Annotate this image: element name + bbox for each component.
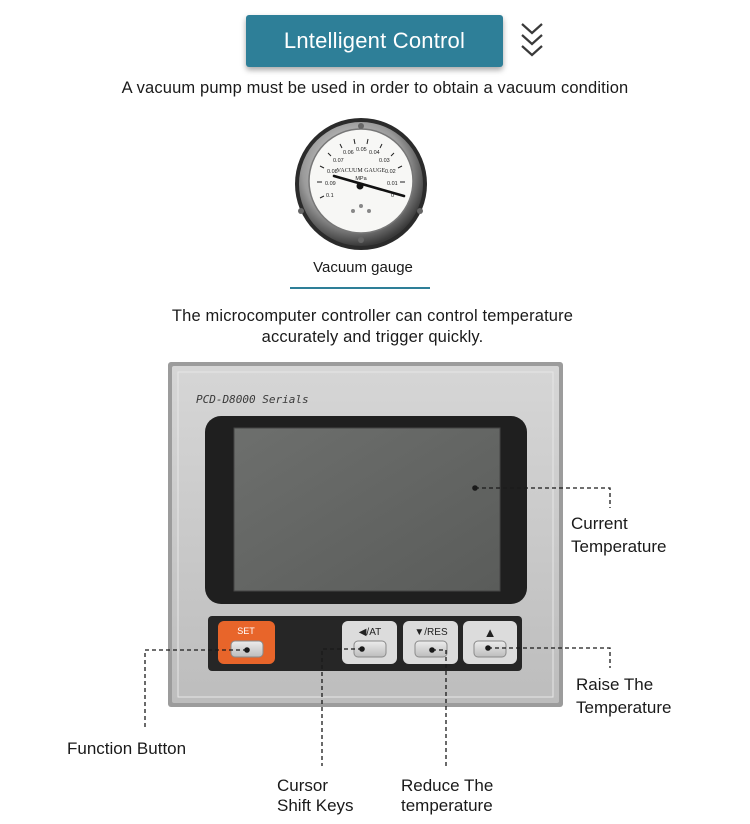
- callout-cursor-shift-keys: Cursor Shift Keys: [277, 776, 354, 816]
- controller-description: The microcomputer controller can control…: [120, 306, 625, 348]
- gauge-scale-label: 0.1: [326, 193, 334, 199]
- gauge-scale-label: 0.08: [327, 169, 338, 175]
- title-badge: Lntelligent Control: [246, 15, 503, 67]
- intro-text: A vacuum pump must be used in order to o…: [121, 79, 629, 97]
- gauge-scale-label: 0.02: [385, 169, 396, 175]
- gauge-scale-label: 0: [391, 193, 394, 199]
- gauge-scale-label: 0.01: [387, 181, 398, 187]
- controller-panel-image: PCD-D8000 Serials SET ◀/AT ▼/RES ▲: [168, 362, 563, 707]
- controller-description-line: accurately and trigger quickly.: [261, 328, 484, 346]
- callout-leaders: [144, 487, 611, 766]
- gauge-unit: MPa: [355, 176, 367, 182]
- leader-reduce-temperature: [432, 649, 447, 766]
- callout-line: Cursor: [277, 776, 329, 795]
- callout-line: Reduce The: [401, 776, 494, 795]
- gauge-scale-label: 0.07: [333, 158, 344, 164]
- callout-raise-temperature: Raise The Temperature: [576, 673, 671, 719]
- callout-line: Temperature: [571, 537, 667, 556]
- leader-raise-temperature: [488, 647, 611, 668]
- gauge-caption-underline: [290, 287, 430, 289]
- gauge-scale-label: 0.04: [369, 150, 380, 156]
- reduce-key-label: ▼/RES: [414, 627, 448, 638]
- callout-line: Temperature: [576, 698, 672, 717]
- gauge-scale-label: 0.05: [356, 147, 367, 153]
- gauge-needle: [332, 174, 406, 198]
- page-title: Lntelligent Control: [283, 28, 466, 53]
- callout-reduce-temperature: Reduce The temperature: [401, 776, 493, 816]
- controller-description-line: The microcomputer controller can control…: [171, 307, 574, 325]
- gauge-scale-label: 0.06: [343, 150, 354, 156]
- raise-key-label: ▲: [484, 625, 497, 640]
- leader-function-button: [144, 649, 247, 728]
- gauge-face-title: VACUUM GAUGE: [337, 168, 386, 174]
- controller-model-label: PCD-D8000 Serials: [196, 393, 309, 406]
- callout-line: Current: [571, 514, 628, 533]
- set-key-label: SET: [237, 626, 255, 636]
- gauge-scale-label: 0.09: [325, 181, 336, 187]
- gauge-needle-hub: [356, 182, 364, 190]
- vacuum-gauge-image: 0.1 0.09 0.08 0.07 0.06 0.05 0.04 0.03 0…: [295, 118, 427, 250]
- callout-line: Shift Keys: [277, 796, 354, 815]
- gauge-caption: Vacuum gauge: [313, 259, 413, 276]
- cursor-shift-key-label: ◀/AT: [359, 627, 382, 638]
- lcd-display: [233, 427, 501, 592]
- callout-line: temperature: [401, 796, 493, 815]
- leader-current-temperature: [475, 487, 611, 508]
- callout-function-button: Function Button: [67, 739, 187, 758]
- gauge-scale-label: 0.03: [379, 158, 390, 164]
- callout-current-temperature: Current Temperature: [571, 512, 666, 558]
- callout-line: Raise The: [576, 675, 654, 694]
- double-chevron-down-icon: [521, 23, 543, 57]
